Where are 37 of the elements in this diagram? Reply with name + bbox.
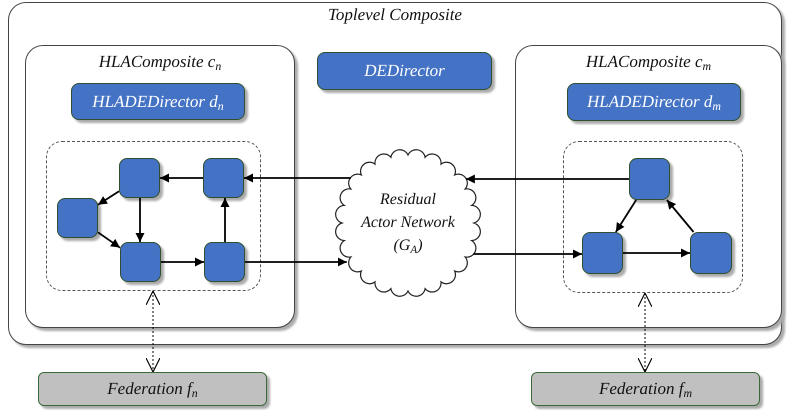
actor-group-region bbox=[563, 141, 743, 293]
arrow bbox=[666, 199, 694, 233]
arrow bbox=[136, 198, 144, 242]
arrow bbox=[245, 258, 347, 266]
panel-title: Toplevel Composite bbox=[328, 5, 462, 25]
arrow bbox=[220, 198, 230, 242]
actor-group-region bbox=[46, 141, 261, 291]
federation-box: Federation f$_{n}$ bbox=[38, 372, 267, 406]
composite-panel bbox=[25, 45, 295, 328]
actor-box bbox=[204, 242, 245, 282]
arrow bbox=[97, 232, 121, 248]
actor-box bbox=[582, 232, 623, 274]
arrow bbox=[623, 248, 690, 258]
actor-box bbox=[120, 242, 161, 282]
arrow bbox=[466, 174, 629, 184]
composite-panel bbox=[8, 2, 782, 345]
actor-box bbox=[57, 198, 98, 238]
actor-box bbox=[203, 158, 244, 198]
actor-box bbox=[690, 232, 732, 274]
arrow bbox=[98, 190, 120, 206]
arrow bbox=[473, 250, 582, 258]
director-box: HLADEDirector d$_{n}$ bbox=[71, 83, 245, 120]
dotted-arrow bbox=[637, 292, 653, 373]
dotted-arrow bbox=[145, 290, 161, 373]
panel-title: HLAComposite c$_{m}$ bbox=[586, 52, 712, 72]
composite-panel bbox=[515, 45, 782, 328]
federation-box: Federation f$_{m}$ bbox=[531, 372, 760, 406]
cloud-label: Residual Actor Network (G$_{A}$) bbox=[361, 190, 455, 257]
arrow bbox=[161, 258, 204, 266]
director-box: HLADEDirector d$_{m}$ bbox=[567, 83, 741, 121]
actor-box bbox=[119, 158, 160, 198]
arrow bbox=[160, 174, 203, 182]
panel-title: HLAComposite c$_{n}$ bbox=[98, 52, 222, 72]
arrow bbox=[615, 200, 637, 232]
actor-box bbox=[629, 158, 670, 200]
arrow bbox=[244, 174, 351, 182]
director-box: DEDirector bbox=[317, 52, 492, 90]
